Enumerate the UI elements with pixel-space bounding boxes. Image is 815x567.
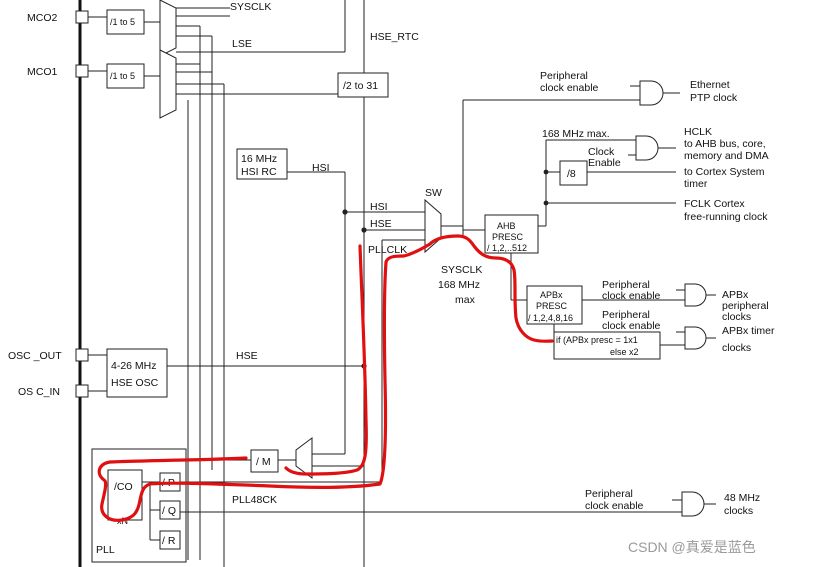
ethernet-and-gate [639, 80, 664, 106]
highlight-path-pll [97, 234, 554, 522]
eth-out-line2: PTP clock [690, 92, 738, 104]
hclk-and-gate [635, 135, 659, 161]
pll-m-prescaler: / M [250, 449, 279, 473]
apb-timer-and-gate [684, 326, 707, 350]
sysclk-top-label: SYSCLK [230, 1, 271, 13]
apbt-enable-line1: Peripheral [602, 309, 650, 321]
ahb-line2: PRESC [492, 232, 524, 242]
pll-q-divider: / Q [159, 500, 181, 520]
pin-osc-in: OS C_IN [18, 384, 89, 398]
sysclk-line3: max [455, 294, 476, 306]
ahb-line1: AHB [497, 221, 516, 231]
apbp-out-line1: APBx [722, 289, 749, 301]
apb-timer-multiplier: if (APBx presc = 1x1 else x2 [553, 331, 661, 360]
hse-rtc-label: HSE_RTC [370, 31, 419, 43]
fclk-line1: FCLK Cortex [684, 198, 745, 210]
pin-mco2: MCO2 [27, 10, 89, 24]
ahb-max-label: 168 MHz max. [542, 128, 610, 140]
mco1-mux [159, 49, 177, 119]
apbp-out-line3: clocks [722, 311, 751, 323]
apbt-enable-line2: clock enable [602, 320, 661, 332]
pll-r-divider: / R [159, 530, 181, 550]
apb-line3: / 1,2,4,8,16 [528, 313, 573, 323]
pin-mco2-label: MCO2 [27, 12, 57, 24]
hse-oscillator: 4-26 MHz HSE OSC [106, 348, 168, 398]
apb-prescaler: APBx PRESC / 1,2,4,8,16 [526, 285, 583, 325]
usb-enable-line2: clock enable [585, 500, 644, 512]
ahb-line3: / 1,2,..512 [487, 243, 527, 253]
apb-line2: PRESC [536, 301, 568, 311]
mco2-mux [159, 0, 177, 57]
apbp-enable-line1: Peripheral [602, 279, 650, 291]
pin-osc-out: OSC _OUT [8, 348, 89, 362]
hse-wire-label: HSE [236, 350, 258, 362]
apb-timer-line1: if (APBx presc = 1x1 [556, 335, 638, 345]
systick-line1: to Cortex System [684, 166, 765, 178]
apbp-enable-line2: clock enable [602, 290, 661, 302]
pin-mco2-pad [75, 10, 89, 24]
sw-label: SW [425, 187, 442, 199]
hse-osc-line1: 4-26 MHz [111, 360, 157, 372]
fclk-line2: free-running clock [684, 211, 768, 223]
pin-osc-out-pad [75, 348, 89, 362]
mco1-prescaler-label: /1 to 5 [110, 71, 135, 81]
pll-label: PLL [96, 544, 115, 556]
apb-timer-line2: else x2 [610, 347, 639, 357]
pll-m-label: / M [256, 456, 271, 468]
usb-out-line1: 48 MHz [724, 492, 760, 504]
hsi-wire-label: HSI [312, 162, 330, 174]
apbp-out-line2: peripheral [722, 300, 769, 312]
mco2-prescaler: /1 to 5 [106, 9, 145, 35]
hclk-line2: to AHB bus, core, [684, 138, 766, 150]
hsi-sw-label: HSI [370, 201, 388, 213]
pin-mco1: MCO1 [27, 64, 89, 78]
hse-sw-label: HSE [370, 218, 392, 230]
pll-q-label: / Q [162, 505, 176, 517]
usb-enable-line1: Peripheral [585, 488, 633, 500]
ahb-prescaler: AHB PRESC / 1,2,..512 [484, 214, 539, 254]
hse-osc-line2: HSE OSC [111, 377, 159, 389]
systick-line2: timer [684, 178, 708, 190]
pll-r-label: / R [162, 535, 176, 547]
mco2-prescaler-label: /1 to 5 [110, 17, 135, 27]
watermark: CSDN @真爱是蓝色 [628, 539, 756, 555]
pll48ck-label: PLL48CK [232, 494, 277, 506]
systick-prescaler-label: /8 [567, 168, 576, 180]
eth-enable-line1: Peripheral [540, 70, 588, 82]
apbt-out-line2: clocks [722, 342, 751, 354]
clock-enable-line1: Clock [588, 146, 615, 158]
pll-vco: /CO xN [107, 469, 143, 526]
hsi-rc-line2: HSI RC [241, 166, 277, 178]
pin-osc-in-label: OS C_IN [18, 386, 60, 398]
lse-label: LSE [232, 38, 252, 50]
highlight-path-hse [284, 244, 368, 476]
hclk-line3: memory and DMA [684, 150, 769, 162]
apbt-out-line1: APBx timer [722, 325, 775, 337]
pin-osc-in-pad [75, 384, 89, 398]
hsi-rc-line1: 16 MHz [241, 153, 277, 165]
pin-mco1-label: MCO1 [27, 66, 57, 78]
pll-source-mux [295, 437, 313, 479]
usb-48mhz-and-gate [681, 491, 705, 517]
pin-mco1-pad [75, 64, 89, 78]
sysclk-line2: 168 MHz [438, 279, 480, 291]
eth-out-line1: Ethernet [690, 79, 730, 91]
eth-enable-line2: clock enable [540, 82, 599, 94]
clock-enable-line2: Enable [588, 157, 621, 169]
apb-line1: APBx [540, 290, 563, 300]
mco1-prescaler: /1 to 5 [106, 63, 145, 89]
pllclk-label: PLLCLK [368, 244, 407, 256]
hclk-line1: HCLK [684, 126, 712, 138]
usb-out-line2: clocks [724, 505, 753, 517]
hsi-rc-oscillator: 16 MHz HSI RC [236, 148, 288, 180]
sysclk-line1: SYSCLK [441, 264, 482, 276]
ethernet-enable: Peripheral clock enable Ethernet PTP clo… [540, 70, 738, 106]
pin-osc-out-label: OSC _OUT [8, 350, 62, 362]
rtc-prescaler-label: /2 to 31 [343, 80, 378, 92]
pll-vco-label: /CO [114, 481, 133, 493]
systick-prescaler: /8 [559, 160, 588, 186]
apb-peripheral-and-gate [684, 283, 707, 307]
rtc-prescaler: /2 to 31 [337, 72, 389, 98]
